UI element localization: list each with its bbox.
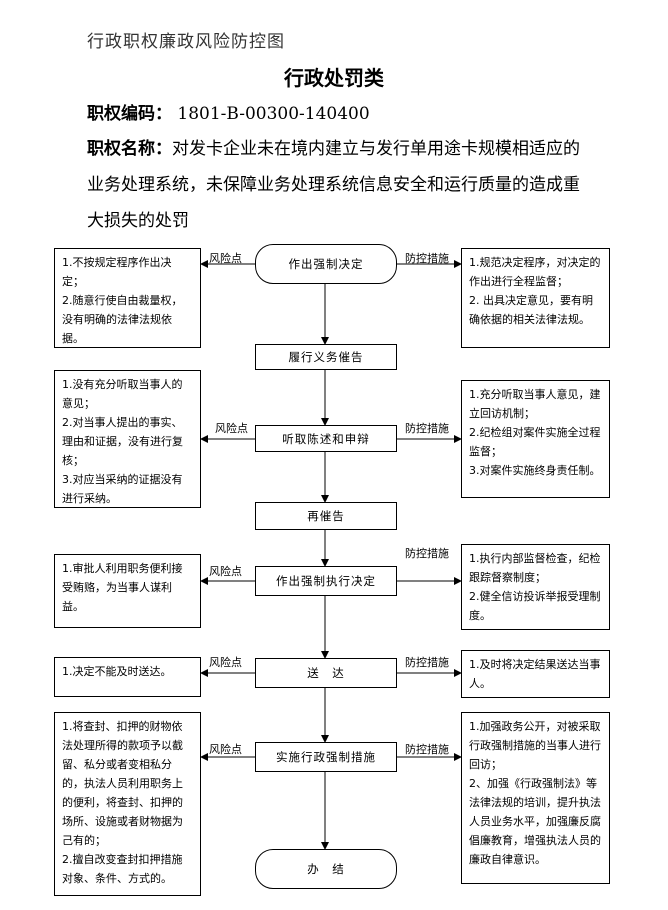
risk-item: 1.不按规定程序作出决定； [62,256,172,288]
step-hearing: 听取陈述和申辩 [255,425,397,452]
control-box-5: 1.加强政务公开，对被采取行政强制措施的当事人进行回访； 2、加强《行政强制法》… [461,712,610,884]
document-title: 行政处罚类 [284,66,384,90]
risk-label-2: 风险点 [215,422,248,435]
control-item: 2、加强《行政强制法》等法律法规的培训，提升执法人员业务水平，加强廉反腐倡廉教育… [469,777,601,866]
document-header: 行政职权廉政风险防控图 [87,32,285,52]
control-item: 3.对案件实施终身责任制。 [469,464,601,477]
control-item: 1.规范决定程序，对决定的作出进行全程监督； [469,256,601,288]
control-item: 1.执行内部监督检查，纪检跟踪督察制度； [469,552,601,584]
risk-item: 1.没有充分听取当事人的意见； [62,378,183,410]
step-decision: 作出强制决定 [255,244,397,284]
code-value: 1801-B-00300-140400 [177,104,370,124]
control-item: 1.充分听取当事人意见，建立回访机制； [469,388,601,420]
control-box-3: 1.执行内部监督检查，纪检跟踪督察制度； 2.健全信访投诉举报受理制度。 [461,544,610,630]
step-re-notice: 再催告 [255,502,397,530]
control-label-5: 防控措施 [405,743,449,756]
control-label-4: 防控措施 [405,656,449,669]
code-label: 职权编码 [87,104,155,124]
control-box-4: 1.及时将决定结果送达当事人。 [461,650,610,698]
risk-label-1: 风险点 [209,252,242,265]
risk-label-4: 风险点 [209,656,242,669]
control-item: 2.纪检组对案件实施全过程监督； [469,426,601,458]
step-enforcement-measures: 实施行政强制措施 [255,742,397,772]
risk-item: 1.决定不能及时送达。 [62,665,172,678]
risk-item: 1.审批人利用职务便利接受贿赂，为当事人谋利益。 [62,562,183,613]
risk-item: 2.对当事人提出的事实、理由和证据，没有进行复核； [62,416,183,467]
risk-item: 2.随意行使自由裁量权，没有明确的法律法规依据。 [62,294,183,345]
control-item: 1.及时将决定结果送达当事人。 [469,658,601,690]
risk-item: 1.将查封、扣押的财物依法处理所得的款项予以截留、私分或者变相私分的，执法人员利… [62,720,183,847]
risk-label-5: 风险点 [209,743,242,756]
control-item: 2.健全信访投诉举报受理制度。 [469,590,601,622]
control-item: 2. 出具决定意见，要有明确依据的相关法律法规。 [469,294,593,326]
name-value: 对发卡企业未在境内建立与发行单用途卡规模相适应的业务处理系统，未保障业务处理系统… [87,139,580,231]
risk-item: 2.擅自改变查封扣押措施对象、条件、方式的。 [62,853,183,885]
control-label-1: 防控措施 [405,252,449,265]
step-enforcement-decision: 作出强制执行决定 [255,566,397,596]
control-label-2: 防控措施 [405,422,449,435]
authority-name-block: 职权名称：对发卡企业未在境内建立与发行单用途卡规模相适应的业务处理系统，未保障业… [87,131,587,239]
risk-box-4: 1.决定不能及时送达。 [54,657,201,697]
authority-code-line: 职权编码： 1801-B-00300-140400 [87,99,370,124]
name-label: 职权名称 [87,139,155,159]
risk-item: 3.对应当采纳的证据没有进行采纳。 [62,473,183,505]
risk-box-2: 1.没有充分听取当事人的意见； 2.对当事人提出的事实、理由和证据，没有进行复核… [54,370,201,508]
name-colon: ： [155,139,172,159]
step-delivery: 送 达 [255,658,397,688]
risk-label-3: 风险点 [209,565,242,578]
control-label-3: 防控措施 [405,547,449,560]
risk-box-1: 1.不按规定程序作出决定； 2.随意行使自由裁量权，没有明确的法律法规依据。 [54,248,201,348]
control-item: 1.加强政务公开，对被采取行政强制措施的当事人进行回访； [469,720,601,771]
risk-box-5: 1.将查封、扣押的财物依法处理所得的款项予以截留、私分或者变相私分的，执法人员利… [54,712,201,896]
step-obligation-notice: 履行义务催告 [255,344,397,370]
risk-box-3: 1.审批人利用职务便利接受贿赂，为当事人谋利益。 [54,554,201,628]
code-colon: ： [155,104,172,124]
control-box-1: 1.规范决定程序，对决定的作出进行全程监督； 2. 出具决定意见，要有明确依据的… [461,248,610,348]
step-completion: 办 结 [255,849,397,889]
control-box-2: 1.充分听取当事人意见，建立回访机制； 2.纪检组对案件实施全过程监督； 3.对… [461,380,610,498]
